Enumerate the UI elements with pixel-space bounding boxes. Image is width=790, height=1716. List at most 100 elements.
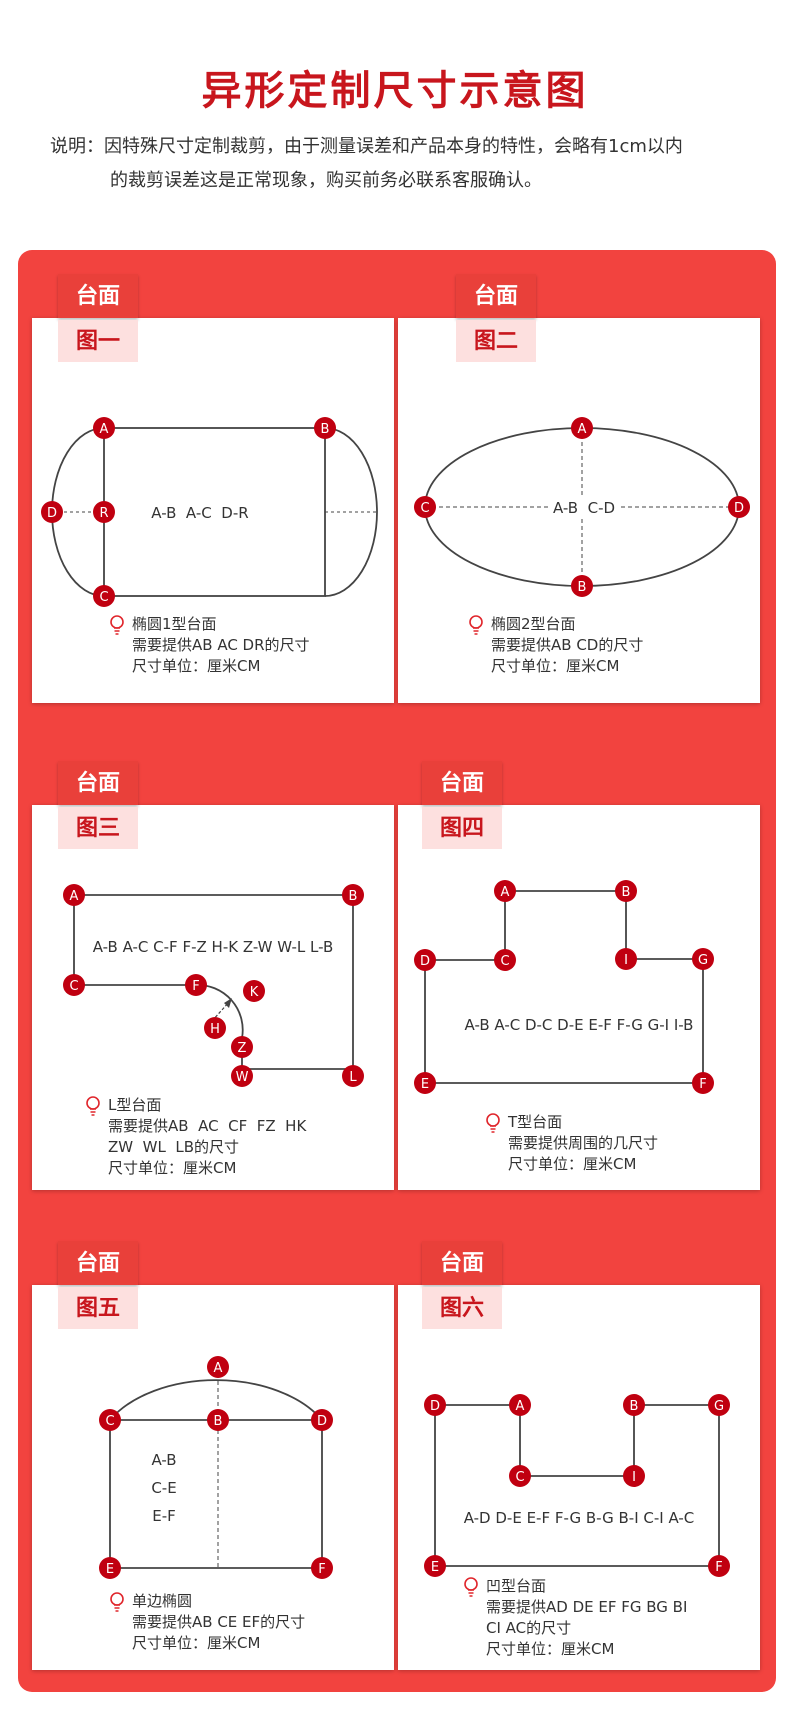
point-B: B [207,1409,229,1431]
tag-3: 台面 [58,761,138,805]
point-A: A [494,880,516,902]
point-C: C [494,949,516,971]
diagram-5: A-B C-E E-F A C B D E F [99,1356,333,1579]
point-I: I [623,1465,645,1487]
description-6: 凹型台面 需要提供AD DE EF FG BG BI CI AC的尺寸 尺寸单位… [464,1576,688,1660]
card-6: A-D D-E E-F F-G B-G B-I C-I A-C D A B G … [398,1285,760,1670]
requirement: 需要提供AD DE EF FG BG BI [486,1598,688,1616]
unit: 尺寸单位：厘米CM [108,1159,237,1177]
diagram-6: A-D D-E E-F F-G B-G B-I C-I A-C D A B G … [424,1394,730,1577]
description-1: 椭圆1型台面 需要提供AB AC DR的尺寸 尺寸单位：厘米CM [110,614,310,677]
svg-text:C: C [69,979,78,994]
svg-text:I: I [632,1470,636,1485]
svg-text:K: K [250,985,259,1000]
point-Z: Z [231,1036,253,1058]
requirement-cont: CI AC的尺寸 [486,1619,572,1637]
measure-line-3: E-F [152,1507,176,1525]
description-3: L型台面 需要提供AB AC CF FZ HK ZW WL LB的尺寸 尺寸单位… [86,1095,307,1179]
svg-text:D: D [734,501,744,516]
svg-text:A: A [501,885,510,900]
svg-text:W: W [236,1070,249,1085]
svg-text:B: B [321,422,330,437]
figure-label-6: 图六 [422,1287,502,1329]
point-F: F [692,1072,714,1094]
lightbulb-icon [469,615,483,635]
card-4: A-B A-C D-C D-E E-F F-G G-I I-B A B D C … [398,805,760,1190]
diagram-1: A-B A-C D-R A B C D R [41,417,378,607]
svg-text:C: C [515,1470,524,1485]
svg-text:G: G [698,953,708,968]
point-D: D [424,1394,446,1416]
svg-text:A: A [70,889,79,904]
svg-text:C: C [420,501,429,516]
point-G: G [708,1394,730,1416]
point-B: B [342,884,364,906]
point-C: C [414,496,436,518]
description-4: T型台面 需要提供周围的几尺寸 尺寸单位：厘米CM [486,1112,658,1175]
svg-text:G: G [714,1399,724,1414]
point-G: G [692,948,714,970]
figure-label-3: 图三 [58,807,138,849]
point-F: F [708,1555,730,1577]
point-D: D [41,501,63,523]
svg-text:F: F [715,1560,722,1575]
point-D: D [728,496,750,518]
point-A: A [571,417,593,439]
svg-text:B: B [630,1399,639,1414]
lightbulb-icon [110,1592,124,1612]
unit: 尺寸单位：厘米CM [491,657,620,675]
svg-text:L: L [349,1070,357,1085]
svg-text:F: F [318,1562,325,1577]
point-B: B [571,575,593,597]
svg-text:Z: Z [238,1041,247,1056]
diagram-2: A-B C-D A B C D [414,417,750,597]
requirement: 需要提供AB CD的尺寸 [491,636,644,654]
point-C: C [93,585,115,607]
svg-text:C: C [500,954,509,969]
card-2: A-B C-D A B C D 椭圆2型台面 需要提供AB CD的尺寸 尺寸单位… [398,318,760,703]
figure-label-4: 图四 [422,807,502,849]
unit: 尺寸单位：厘米CM [508,1155,637,1173]
requirement: 需要提供AB AC CF FZ HK [108,1117,307,1135]
card-5: A-B C-E E-F A C B D E F 单边椭圆 需要提供AB CE E… [32,1285,394,1670]
svg-text:D: D [317,1414,327,1429]
shape-name: 椭圆1型台面 [132,615,217,633]
svg-text:F: F [699,1077,706,1092]
page-title: 异形定制尺寸示意图 [201,67,589,114]
svg-text:E: E [106,1562,114,1577]
note-line-1: 说明：因特殊尺寸定制裁剪，由于测量误差和产品本身的特性，会略有1cm以内 [50,136,683,157]
point-A: A [509,1394,531,1416]
svg-text:I: I [624,953,628,968]
point-A: A [207,1356,229,1378]
diagram-3: A-B A-C C-F F-Z H-K Z-W W-L L-B A B C F … [63,884,364,1087]
svg-text:B: B [214,1414,223,1429]
svg-text:F: F [192,979,199,994]
svg-text:E: E [431,1560,439,1575]
measure-line-2: C-E [151,1479,176,1497]
point-W: W [231,1065,253,1087]
svg-text:B: B [622,885,631,900]
shape-name: 凹型台面 [486,1577,547,1595]
shape-name: L型台面 [108,1096,162,1114]
point-B: B [615,880,637,902]
point-C: C [509,1465,531,1487]
svg-text:D: D [430,1399,440,1414]
lightbulb-icon [486,1113,500,1133]
point-H: H [204,1017,226,1039]
svg-text:D: D [47,506,57,521]
svg-text:A: A [516,1399,525,1414]
point-L: L [342,1065,364,1087]
svg-text:C: C [99,590,108,605]
diagram-4: A-B A-C D-C D-E E-F F-G G-I I-B A B D C … [414,880,714,1094]
shape-name: T型台面 [508,1113,563,1131]
requirement-cont: ZW WL LB的尺寸 [108,1138,240,1156]
note-line-2: 的裁剪误差这是正常现象，购买前务必联系客服确认。 [110,170,542,191]
point-B: B [623,1394,645,1416]
tag-5: 台面 [58,1241,138,1285]
svg-text:A: A [214,1361,223,1376]
point-D: D [311,1409,333,1431]
measure-line-1: A-B [151,1451,176,1469]
card-1: A-B A-C D-R A B C D R 椭圆1型台面 需要提供AB AC D… [32,318,394,703]
point-B: B [314,417,336,439]
point-A: A [63,884,85,906]
